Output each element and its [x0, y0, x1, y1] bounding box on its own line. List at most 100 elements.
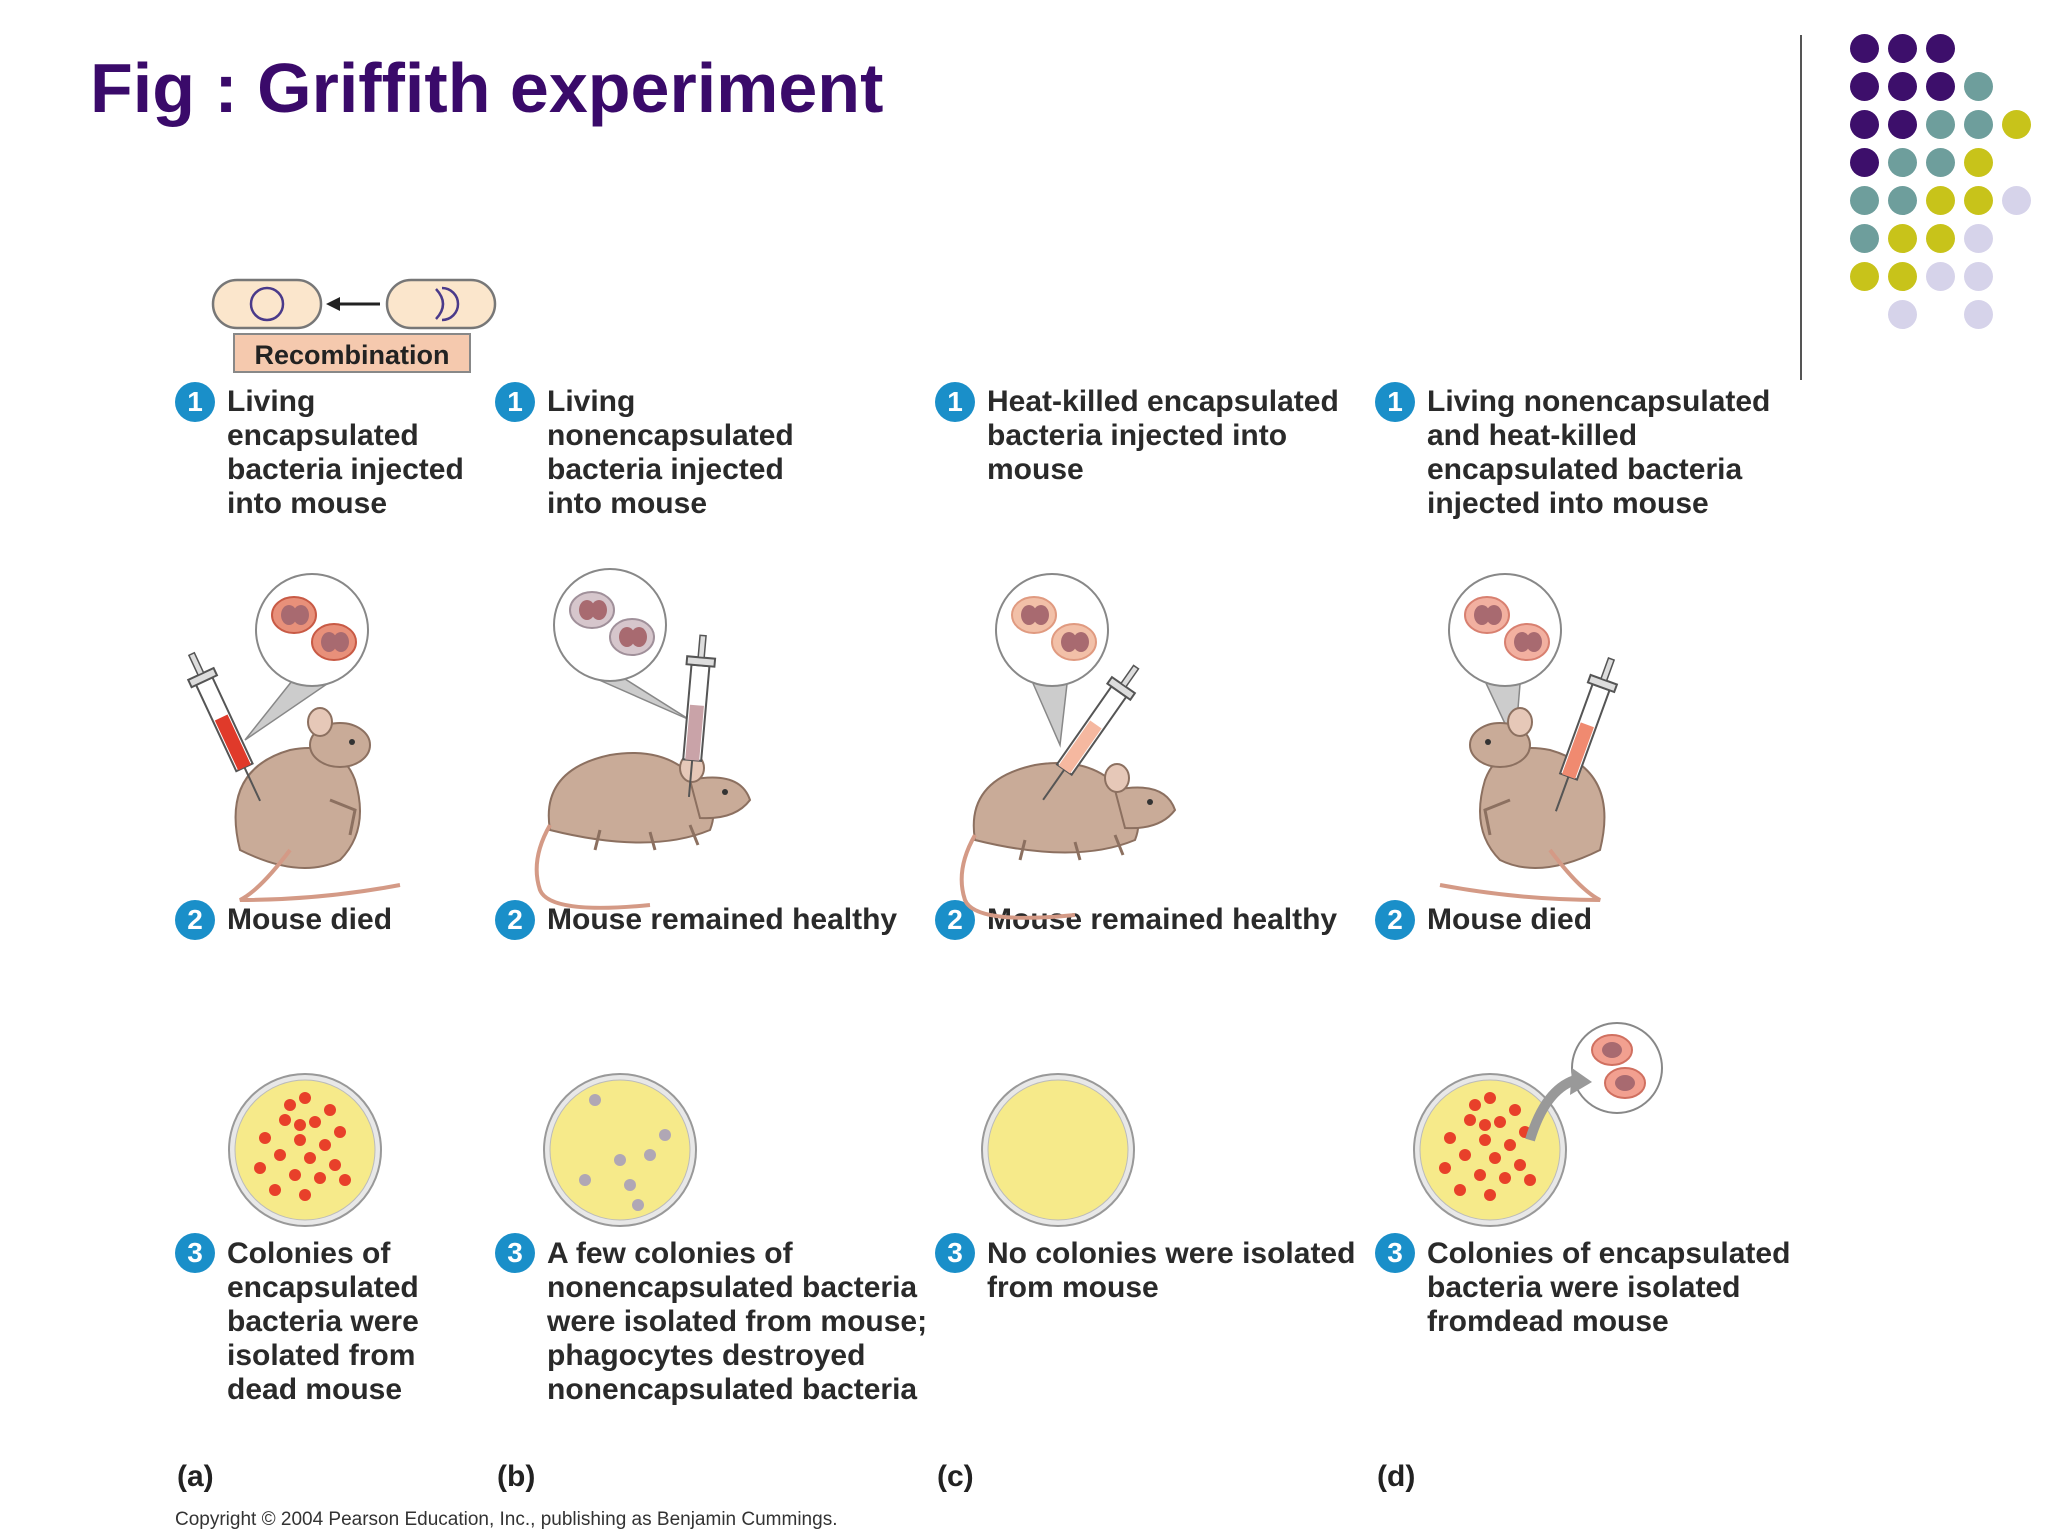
bacterial-colony [1469, 1099, 1481, 1111]
decorative-dot [1850, 110, 1879, 139]
bacterial-colony [1519, 1126, 1531, 1138]
decorative-dot [1926, 72, 1955, 101]
bacterial-colony [314, 1172, 326, 1184]
decorative-dot [1888, 110, 1917, 139]
bacterial-colony [614, 1154, 626, 1166]
bacterial-colony [1484, 1189, 1496, 1201]
decorative-dot [1850, 262, 1879, 291]
decorative-dot [1926, 110, 1955, 139]
bacterial-colony [1484, 1092, 1496, 1104]
decorative-dot [1888, 72, 1917, 101]
decorative-dot [1926, 148, 1955, 177]
bacterial-colony [632, 1199, 644, 1211]
decorative-dot [1888, 34, 1917, 63]
bacterial-colony [279, 1114, 291, 1126]
syringe-icon [1042, 664, 1140, 801]
step-badge-2: 2 [1375, 900, 1415, 940]
mouse-illustration [534, 752, 752, 910]
step3-caption: A few colonies of nonencapsulated bacter… [547, 1237, 928, 1406]
bacterial-colony [319, 1139, 331, 1151]
decorative-dot [1888, 262, 1917, 291]
bacterial-colony [1514, 1159, 1526, 1171]
step2-caption: Mouse remained healthy [547, 903, 898, 936]
bacteria-magnified-view [244, 573, 369, 741]
decorative-dot [1964, 186, 1993, 215]
decorative-dot [1926, 262, 1955, 291]
decorative-dot [1926, 224, 1955, 253]
decorative-dot [1850, 148, 1879, 177]
decorative-dot [1926, 34, 1955, 63]
petri-dish [1413, 1073, 1567, 1227]
decorative-dot [1850, 72, 1879, 101]
decorative-dot [1850, 224, 1879, 253]
step-badge-1: 1 [175, 382, 215, 422]
step1-caption: Living encapsulated bacteria injected in… [227, 385, 464, 520]
bacterial-colony [1499, 1172, 1511, 1184]
slide-title: Fig : Griffith experiment [90, 49, 884, 127]
bacterial-colony [1509, 1104, 1521, 1116]
syringe-icon [1554, 657, 1619, 812]
bacterial-colony [254, 1162, 266, 1174]
step2-caption: Mouse remained healthy [987, 903, 1338, 936]
bacterial-colony [299, 1092, 311, 1104]
bacterial-colony [1474, 1169, 1486, 1181]
panel-letter: (a) [177, 1460, 214, 1493]
panel-letter: (b) [497, 1460, 536, 1493]
bacterial-colony [294, 1134, 306, 1146]
bacterial-colony [1454, 1184, 1466, 1196]
step-badge-3: 3 [495, 1233, 535, 1273]
panel-letter: (c) [937, 1460, 974, 1493]
bacterial-colony [644, 1149, 656, 1161]
bacteria-magnified-view [995, 573, 1109, 748]
divider-line [1800, 35, 1802, 380]
bacterial-colony [309, 1116, 321, 1128]
bacterial-colony [579, 1174, 591, 1186]
petri-dish [981, 1073, 1135, 1227]
bacterial-colony [659, 1129, 671, 1141]
bacterial-colony [284, 1099, 296, 1111]
step-badge-1: 1 [935, 382, 975, 422]
decorative-dot [1964, 110, 1993, 139]
step-badge-3: 3 [1375, 1233, 1415, 1273]
step-badge-2: 2 [495, 900, 535, 940]
decorative-dot [2002, 110, 2031, 139]
bacterial-colony [589, 1094, 601, 1106]
decorative-dot [2002, 186, 2031, 215]
decorative-dot [1964, 262, 1993, 291]
bacteria-magnified-view [1448, 573, 1562, 748]
bacteria-magnified-view [1525, 1022, 1663, 1142]
bacterial-colony [339, 1174, 351, 1186]
bacterial-colony [1464, 1114, 1476, 1126]
syringe-icon [682, 634, 717, 798]
step3-caption: Colonies of encapsulated bacteria were i… [1427, 1237, 1791, 1338]
step-badge-3: 3 [175, 1233, 215, 1273]
bacterial-colony [299, 1189, 311, 1201]
step2-caption: Mouse died [227, 903, 393, 936]
step3-caption: No colonies were isolated from mouse [987, 1237, 1356, 1304]
mouse-illustration [959, 762, 1177, 920]
copyright-text: Copyright © 2004 Pearson Education, Inc.… [175, 1509, 838, 1530]
bacterial-colony [624, 1179, 636, 1191]
decorative-dot [1888, 300, 1917, 329]
step-badge-1: 1 [1375, 382, 1415, 422]
bacterial-colony [324, 1104, 336, 1116]
decorative-dot [1964, 300, 1993, 329]
bacterial-colony [1489, 1152, 1501, 1164]
bacterial-colony [329, 1159, 341, 1171]
panel-letter: (d) [1377, 1460, 1416, 1493]
bacterial-colony [1524, 1174, 1536, 1186]
petri-dish [228, 1073, 382, 1227]
step-badge-3: 3 [935, 1233, 975, 1273]
bacterial-colony [259, 1132, 271, 1144]
bacterial-colony [1479, 1119, 1491, 1131]
decorative-dot [1850, 34, 1879, 63]
recombination-label: Recombination [233, 333, 471, 373]
bacterial-colony [1459, 1149, 1471, 1161]
bacterial-colony [1439, 1162, 1451, 1174]
bacterial-colony [1494, 1116, 1506, 1128]
bacterial-colony [274, 1149, 286, 1161]
mouse-illustration [1439, 707, 1606, 902]
syringe-icon [186, 651, 261, 802]
bacterial-colony [269, 1184, 281, 1196]
step1-caption: Living nonencapsulated bacteria injected… [547, 385, 794, 520]
